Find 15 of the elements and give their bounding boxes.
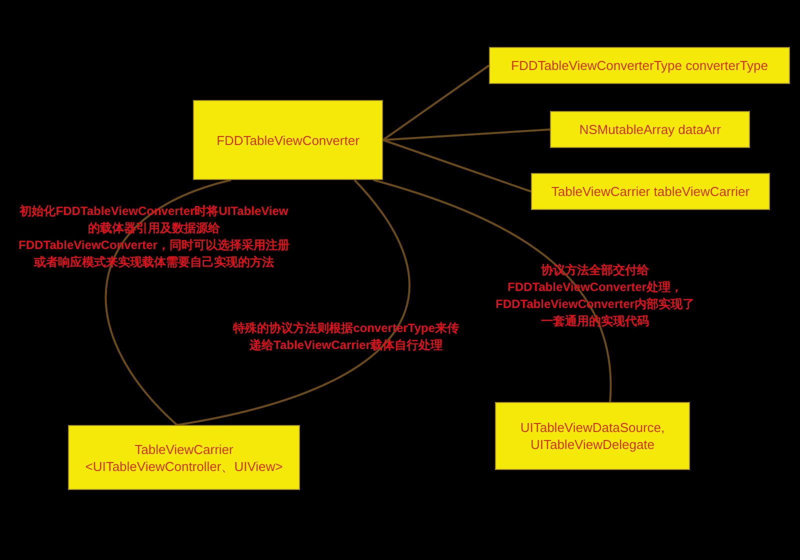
edge-label: 协议方法全部交付给FDDTableViewConverter处理，FDDTableViewConverter内部实现了一套通用的实现代码 <box>494 262 696 330</box>
class-box: TableViewCarrier <UITableViewController、UIView> <box>68 425 300 490</box>
connector-line <box>382 139 532 192</box>
connector-line <box>382 128 550 141</box>
class-box: UITableViewDataSource, UITableViewDelegate <box>495 402 690 470</box>
edge-label: 特殊的协议方法则根据converterType来传递给TableViewCarrier载体自行处理 <box>232 320 460 354</box>
edge-label: 初始化FDDTableViewConverter时将UITableView的载体器引用及数据源给FDDTableViewConverter，同时可以选择采用注册或者响应模式来实现载体需要自己实现的方法 <box>18 203 290 271</box>
class-box: TableViewCarrier tableViewCarrier <box>531 173 770 210</box>
connector-line <box>373 179 612 402</box>
class-box: FDDTableViewConverter <box>193 100 383 180</box>
connector-line <box>104 179 232 426</box>
connector-line <box>176 179 410 426</box>
class-box: FDDTableViewConverterType converterType <box>489 47 790 84</box>
class-box: NSMutableArray dataArr <box>550 111 750 148</box>
connector-line <box>382 64 490 141</box>
